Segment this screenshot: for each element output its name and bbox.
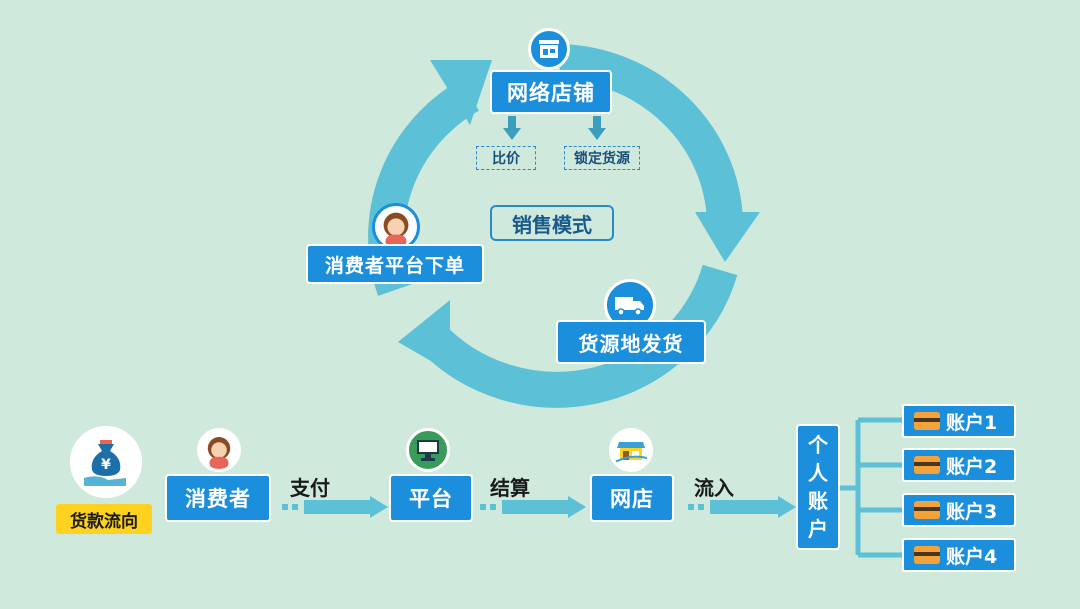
payment-flow-tag: 货款流向 [56, 504, 152, 534]
svg-text:¥: ¥ [101, 457, 111, 473]
sales-mode-label: 销售模式 [512, 212, 592, 237]
online-shop-label: 网络店铺 [507, 81, 595, 105]
bank-card-icon [914, 501, 940, 519]
personal-account-char-4: 户 [808, 517, 828, 541]
account-1: 账户1 [902, 404, 1016, 438]
pay-label: 支付 [290, 476, 330, 500]
consumer-avatar-icon [197, 428, 241, 472]
bank-card-icon [914, 456, 940, 474]
account-4: 账户4 [902, 538, 1016, 572]
money-bag-hand-icon: ¥ [70, 426, 142, 498]
consumer-label: 消费者 [185, 487, 251, 511]
bank-card-icon [914, 546, 940, 564]
bank-card-icon [914, 412, 940, 430]
platform-label: 平台 [409, 487, 453, 511]
consumer-node: 消费者 [165, 474, 271, 522]
consumer-order-node: 消费者平台下单 [306, 244, 484, 284]
account-2-label: 账户2 [946, 455, 998, 478]
compare-price-tag: 比价 [476, 146, 536, 170]
consumer-order-label: 消费者平台下单 [324, 254, 465, 277]
sales-mode-box: 销售模式 [490, 205, 614, 241]
compare-price-label: 比价 [492, 151, 520, 167]
shop-label: 网店 [610, 487, 654, 511]
personal-account-char-3: 账 [808, 489, 828, 513]
inflow-label: 流入 [694, 476, 734, 500]
account-2: 账户2 [902, 448, 1016, 482]
store-building-icon [609, 428, 653, 472]
payment-flow-label: 货款流向 [70, 511, 138, 532]
down-arrows [503, 116, 606, 140]
personal-account-char-2: 人 [808, 461, 828, 485]
account-3-label: 账户3 [946, 500, 998, 523]
personal-account-node: 个 人 账 户 [796, 424, 840, 550]
settle-label: 结算 [490, 476, 530, 500]
online-shop-node: 网络店铺 [490, 70, 612, 114]
ship-from-source-node: 货源地发货 [556, 320, 706, 364]
account-4-label: 账户4 [946, 545, 998, 568]
storefront-icon [528, 28, 570, 70]
lock-source-tag: 锁定货源 [564, 146, 640, 170]
account-branches [840, 417, 902, 558]
lock-source-label: 锁定货源 [574, 151, 630, 167]
shop-node: 网店 [590, 474, 674, 522]
flow-arrows [282, 496, 796, 518]
computer-icon [406, 428, 450, 472]
platform-node: 平台 [389, 474, 473, 522]
personal-account-char-1: 个 [808, 433, 828, 457]
ship-from-source-label: 货源地发货 [578, 331, 684, 356]
account-1-label: 账户1 [946, 411, 998, 434]
account-3: 账户3 [902, 493, 1016, 527]
